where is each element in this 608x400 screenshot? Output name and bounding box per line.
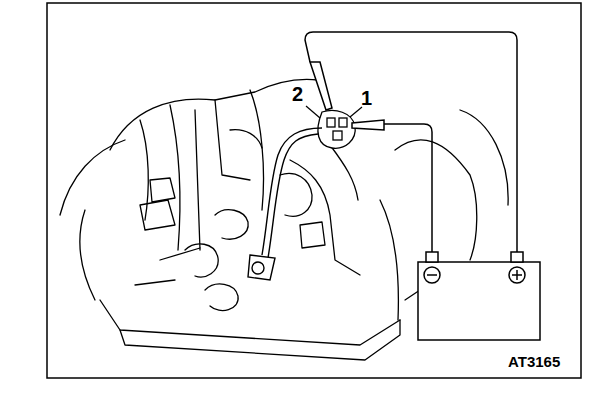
leader-lines (306, 106, 362, 118)
callout-number: 2 (292, 84, 303, 104)
callout-number: 1 (361, 88, 372, 108)
battery-symbol (418, 252, 540, 340)
sensor-harness (248, 128, 322, 280)
solenoid-connector (318, 111, 355, 149)
test-leads (305, 32, 517, 258)
frame (47, 3, 581, 378)
figure-code: AT3165 (508, 354, 560, 369)
